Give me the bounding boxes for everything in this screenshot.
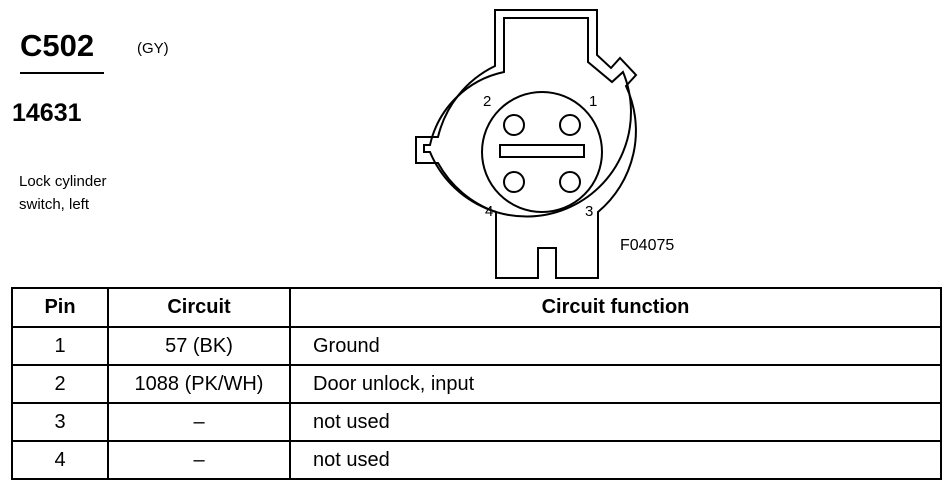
cell-circuit: 57 (BK) <box>107 326 291 366</box>
pin-label-3: 3 <box>585 203 593 220</box>
pin-cavity-4 <box>503 171 525 193</box>
cell-circuit: – <box>107 440 291 480</box>
connector-id-underline <box>20 72 104 74</box>
table-row: 1 57 (BK) Ground <box>11 326 942 366</box>
connector-housing-inner <box>423 17 632 218</box>
pin-label-1: 1 <box>589 93 597 110</box>
cell-function: not used <box>289 402 942 442</box>
description-line-2: switch, left <box>19 196 90 213</box>
cell-pin: 3 <box>11 402 109 442</box>
cell-function: Door unlock, input <box>289 364 942 404</box>
connector-description: Lock cylinder switch, left <box>19 170 107 216</box>
cell-function: not used <box>289 440 942 480</box>
table-row: 3 – not used <box>11 402 942 442</box>
pin-cavity-1 <box>559 114 581 136</box>
table-row: 4 – not used <box>11 440 942 480</box>
column-header-pin: Pin <box>11 287 109 328</box>
pin-label-2: 2 <box>483 93 491 110</box>
pin-label-4: 4 <box>485 203 493 220</box>
cell-pin: 4 <box>11 440 109 480</box>
cell-function: Ground <box>289 326 942 366</box>
pin-cavity-3 <box>559 171 581 193</box>
description-line-1: Lock cylinder <box>19 173 107 190</box>
pin-cavity-2 <box>503 114 525 136</box>
table-row: 2 1088 (PK/WH) Door unlock, input <box>11 364 942 404</box>
connector-color: (GY) <box>137 40 169 57</box>
figure-code: F04075 <box>620 237 674 254</box>
terminal-face <box>481 91 603 213</box>
column-header-circuit: Circuit <box>107 287 291 328</box>
keying-bar <box>499 144 585 158</box>
connector-housing-outer <box>415 9 638 279</box>
table-header-row: Pin Circuit Circuit function <box>11 287 942 328</box>
pin-table: Pin Circuit Circuit function 1 57 (BK) G… <box>11 287 942 480</box>
connector-face-diagram: 2 1 4 3 F04075 <box>415 9 674 279</box>
cell-pin: 1 <box>11 326 109 366</box>
cell-pin: 2 <box>11 364 109 404</box>
column-header-function: Circuit function <box>289 287 942 328</box>
part-number: 14631 <box>12 99 82 127</box>
cell-circuit: 1088 (PK/WH) <box>107 364 291 404</box>
cell-circuit: – <box>107 402 291 442</box>
connector-id: C502 <box>20 28 95 63</box>
